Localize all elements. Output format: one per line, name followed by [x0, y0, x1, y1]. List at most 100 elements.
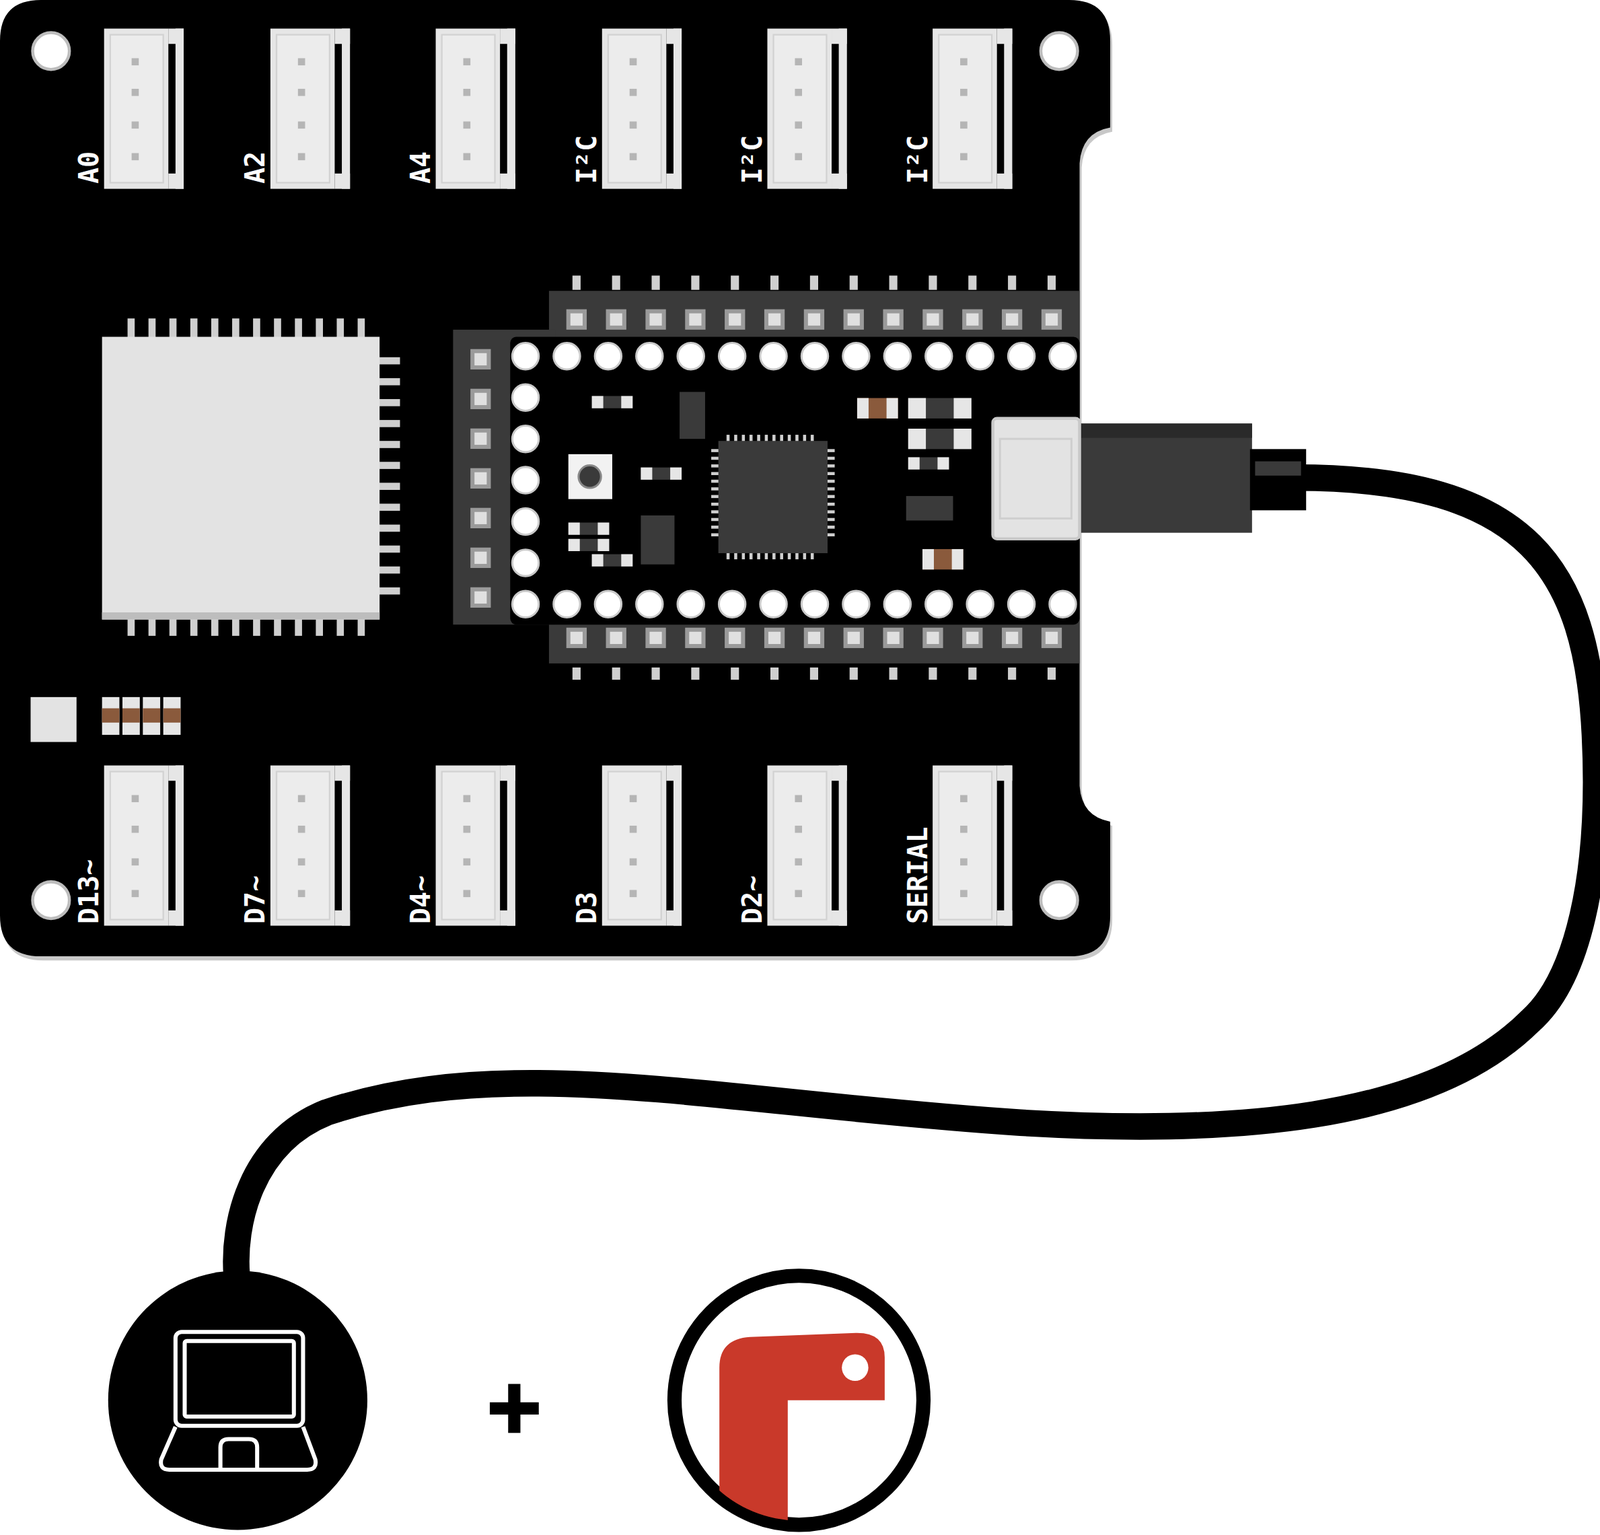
connector-inner	[442, 34, 496, 184]
connector-pin	[298, 57, 306, 66]
header-pad	[1001, 627, 1023, 648]
grove-connector	[932, 28, 1012, 189]
header-pad	[882, 627, 903, 648]
header-pad	[566, 309, 587, 330]
header-hole	[610, 313, 623, 326]
connector-label: A2	[241, 151, 269, 184]
module-pin	[273, 318, 282, 339]
connector-latch	[341, 765, 350, 926]
connector-pin	[629, 825, 638, 833]
pin-pad	[1007, 590, 1035, 617]
connector-body	[602, 28, 667, 189]
chip-pin	[711, 448, 720, 453]
module-pin	[190, 617, 198, 636]
header-pad	[1041, 627, 1062, 648]
header-leg	[572, 275, 581, 290]
pin-pad	[760, 343, 787, 370]
resistor-body	[142, 708, 161, 723]
header-hole	[610, 631, 623, 644]
header-hole	[1005, 313, 1018, 326]
wireless-module	[102, 337, 381, 620]
resistor-body	[102, 708, 120, 723]
connector-body	[435, 28, 501, 189]
connector-pin	[463, 825, 471, 833]
connector-pin	[794, 889, 803, 897]
header-hole	[808, 313, 821, 326]
connector-pin	[131, 57, 140, 66]
computer-icon-circle	[108, 1270, 368, 1530]
module-pin	[273, 617, 282, 636]
pin-pad	[925, 590, 953, 617]
header-hole	[474, 512, 487, 525]
header-pad	[470, 547, 491, 568]
header-leg	[849, 275, 858, 290]
module-pin	[357, 318, 366, 339]
grove-connector	[270, 28, 350, 189]
connector-pin	[463, 153, 471, 161]
connector-body	[932, 28, 998, 189]
grove-connector	[767, 28, 847, 189]
connector-pin	[629, 121, 638, 130]
resistor-array	[163, 697, 181, 735]
pin-pad	[512, 507, 539, 535]
grove-connector	[435, 765, 516, 926]
pin-pad	[677, 590, 704, 617]
header-leg	[572, 667, 581, 680]
smd-part	[908, 456, 950, 469]
connector-latch	[175, 28, 184, 189]
smd-end	[568, 522, 580, 535]
connector-latch	[673, 765, 682, 926]
header-leg	[612, 667, 621, 680]
pin-pad	[553, 590, 580, 617]
connector-pin	[960, 57, 968, 66]
header-hole	[926, 313, 939, 326]
header-pad	[470, 388, 491, 410]
smd-end	[640, 467, 652, 480]
header-hole	[570, 313, 583, 326]
smd-end	[908, 397, 926, 418]
pin-pad	[512, 466, 539, 494]
grove-connector	[104, 765, 184, 926]
header-pad	[724, 627, 745, 648]
connector-inner	[276, 771, 330, 920]
connector-body	[767, 28, 832, 189]
header-leg	[730, 275, 739, 290]
smd-end	[621, 554, 633, 567]
connector-pin	[960, 857, 968, 866]
connector-inner	[938, 34, 992, 184]
header-hole	[688, 313, 702, 326]
chip-pin	[826, 502, 835, 506]
grove-connector	[602, 765, 682, 926]
pin-pad	[718, 590, 745, 617]
pin-pad	[884, 343, 911, 370]
mounting-hole	[32, 32, 70, 70]
header-pad	[1041, 309, 1062, 330]
connector-pin	[131, 88, 140, 97]
header-hole	[474, 591, 487, 604]
header-hole	[688, 631, 702, 644]
pin-pad	[512, 590, 539, 617]
pin-pad	[512, 384, 539, 411]
grove-connector	[104, 28, 184, 189]
smd-end	[937, 456, 949, 469]
connector-pin	[298, 889, 306, 897]
header-pad	[764, 627, 785, 648]
module-pin	[148, 617, 157, 636]
smd-end	[953, 428, 971, 449]
module-pin	[377, 524, 400, 533]
chip-pin	[826, 471, 835, 476]
connector-pin	[298, 153, 306, 161]
connector-inner	[608, 34, 662, 184]
laptop-screen	[175, 1331, 304, 1426]
header-leg	[1007, 275, 1016, 290]
header-leg	[691, 667, 700, 680]
header-pad	[606, 309, 627, 330]
chip-pin	[826, 479, 835, 484]
connector-pin	[463, 57, 471, 66]
smd-part	[640, 467, 682, 480]
resistor-body	[163, 708, 181, 723]
pin-pad	[512, 549, 539, 576]
grove-connector	[602, 28, 682, 189]
